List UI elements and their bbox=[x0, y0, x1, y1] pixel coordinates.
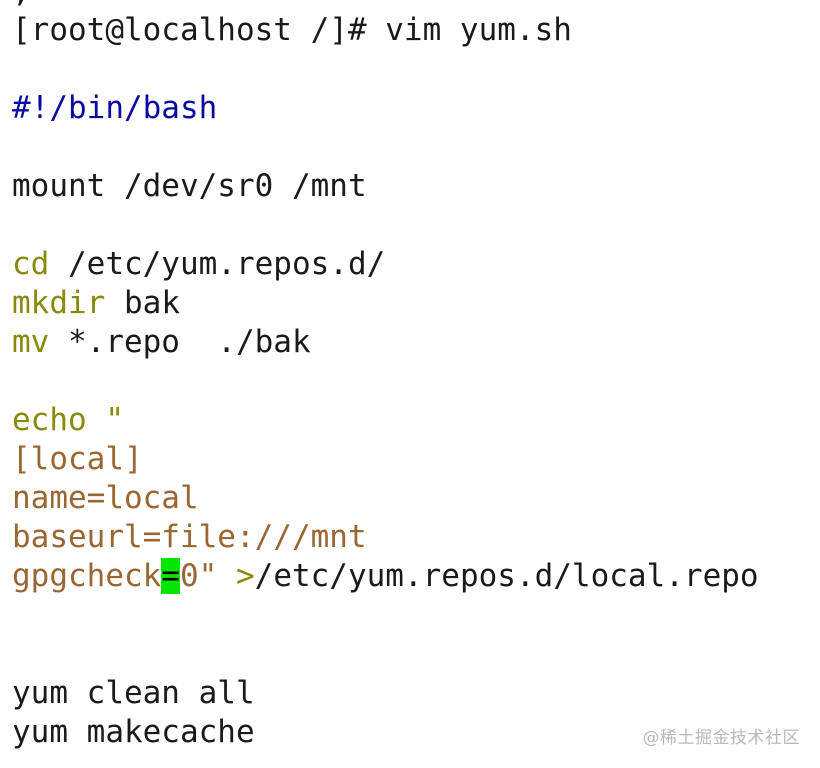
code-line: mkdir bak bbox=[12, 284, 180, 323]
code-line: yum makecache bbox=[12, 713, 255, 752]
code-token: > bbox=[235, 558, 255, 594]
code-token: echo bbox=[12, 402, 87, 438]
code-line: gpgcheck=0" >/etc/yum.repos.d/local.repo bbox=[12, 557, 759, 596]
code-line: name=local bbox=[12, 479, 199, 518]
clipped-previous-line: , bbox=[12, 0, 31, 7]
watermark-text: @稀土掘金技术社区 bbox=[642, 728, 800, 748]
code-token: yum makecache bbox=[12, 714, 255, 750]
code-line: [root@localhost /]# vim yum.sh bbox=[12, 11, 572, 50]
code-token: gpgcheck bbox=[12, 558, 162, 594]
code-token: 0" bbox=[179, 558, 236, 594]
code-token: mount /dev/sr0 /mnt bbox=[12, 168, 367, 204]
code-token: mkdir bbox=[12, 285, 106, 321]
code-token: mv bbox=[12, 324, 50, 360]
code-token: /etc/yum.repos.d/local.repo bbox=[254, 558, 759, 594]
code-token: [root@localhost /]# vim yum.sh bbox=[12, 12, 572, 48]
code-line: #!/bin/bash bbox=[12, 89, 217, 128]
code-token: baseurl=file:///mnt bbox=[12, 519, 367, 555]
code-line: echo " bbox=[12, 401, 124, 440]
code-token: /etc/yum.repos.d/ bbox=[49, 246, 386, 282]
code-token: name=local bbox=[12, 480, 199, 516]
code-token: yum clean all bbox=[12, 675, 255, 711]
code-line: mount /dev/sr0 /mnt bbox=[12, 167, 367, 206]
text-cursor: = bbox=[161, 558, 180, 594]
code-token: " bbox=[86, 402, 124, 438]
code-token: #!/bin/bash bbox=[12, 90, 218, 126]
code-line: yum clean all bbox=[12, 674, 255, 713]
code-line: mv *.repo ./bak bbox=[12, 323, 311, 362]
code-line: baseurl=file:///mnt bbox=[12, 518, 367, 557]
code-token: bak bbox=[105, 285, 180, 321]
code-token: [local] bbox=[12, 441, 143, 477]
code-line: cd /etc/yum.repos.d/ bbox=[12, 245, 385, 284]
code-line: [local] bbox=[12, 440, 143, 479]
code-token: cd bbox=[12, 246, 50, 282]
code-token: *.repo ./bak bbox=[49, 324, 311, 360]
